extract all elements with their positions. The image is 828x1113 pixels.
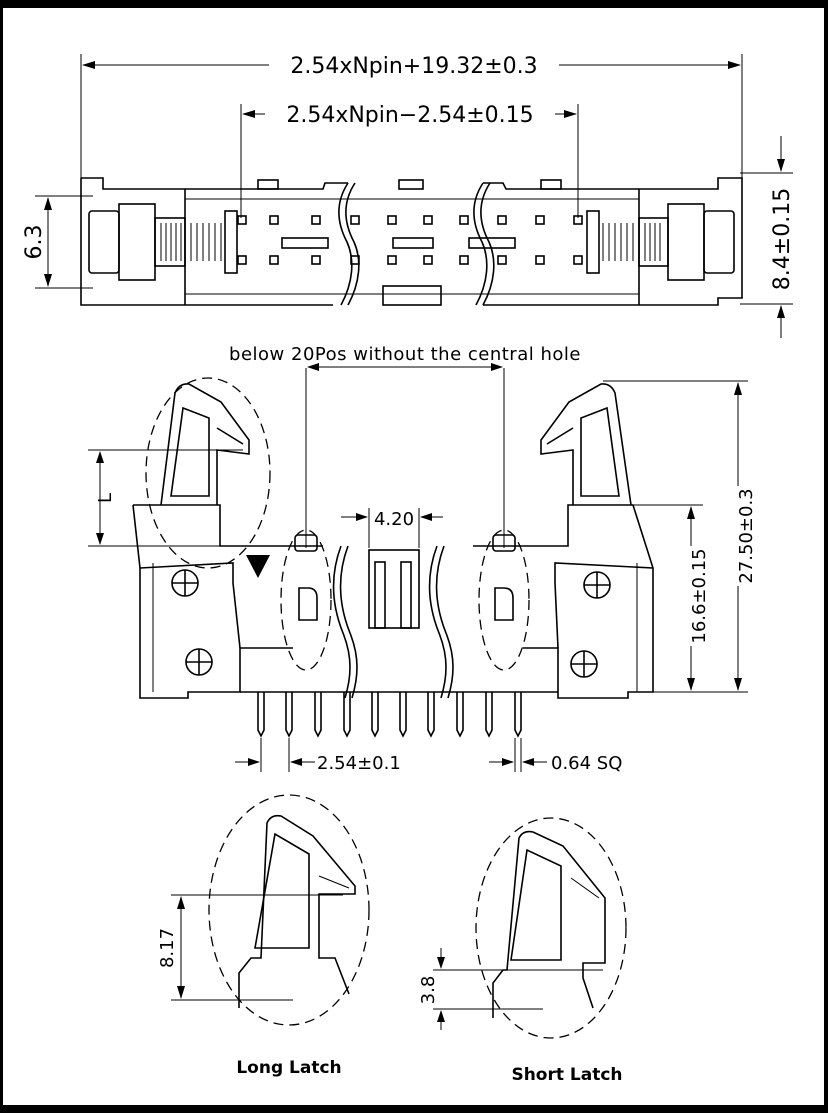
pin (314, 692, 322, 738)
pin (514, 692, 522, 738)
pin-pitch-dimension: 2.54±0.1 (235, 738, 401, 774)
pin (427, 692, 435, 738)
pin (371, 692, 379, 738)
pin-span-label: 2.54xNpin−2.54±0.15 (286, 103, 533, 128)
pin (257, 692, 265, 738)
pin-hole (535, 215, 545, 225)
center-hole-width-label: 4.20 (374, 509, 414, 530)
connector-drawing: 2.54xNpin+19.32±0.3 2.54xNpin−2.54±0.15 … (22, 50, 795, 1085)
pin (399, 692, 407, 738)
pin-hole (423, 255, 433, 265)
pin-hole (237, 215, 247, 225)
top-body-outline (80, 177, 743, 306)
front-view: below 20Pos without the central hole 27.… (88, 344, 757, 774)
overall-width-label: 8.4±0.15 (770, 188, 795, 290)
pin-hole (459, 215, 469, 225)
pin-hole (350, 215, 360, 225)
pin-hole (387, 215, 397, 225)
short-latch-detail: 3.8 Short Latch (418, 817, 627, 1085)
central-hole-note: below 20Pos without the central hole (229, 344, 581, 548)
pin-hole (573, 255, 583, 265)
long-latch-detail: 8.17 Long Latch (157, 794, 370, 1078)
pin-square-dimension: 0.64 SQ (489, 738, 622, 774)
drawing-frame: 2.54xNpin+19.32±0.3 2.54xNpin−2.54±0.15 … (3, 8, 824, 1105)
overall-height-dimension: 27.50±0.3 (603, 380, 757, 693)
overall-length-label: 2.54xNpin+19.32±0.3 (290, 54, 537, 79)
pin-hole (387, 255, 397, 265)
pin-hole (311, 255, 321, 265)
pin-hole (573, 215, 583, 225)
pin-hole (459, 255, 469, 265)
latch-length-label: L (95, 493, 116, 503)
pin-hole (269, 255, 279, 265)
long-latch-caption: Long Latch (236, 1058, 341, 1078)
short-latch-height-label: 3.8 (418, 976, 439, 1005)
overall-length-dimension: 2.54xNpin+19.32±0.3 (80, 50, 743, 183)
pin-holes (237, 215, 583, 265)
front-body: 4.20 (132, 504, 654, 699)
front-right-latch (540, 383, 632, 506)
overall-height-label: 27.50±0.3 (736, 488, 757, 583)
pin (485, 692, 493, 738)
pin (285, 692, 293, 738)
pin-hole (497, 255, 507, 265)
pin-hole (423, 215, 433, 225)
body-width-label: 6.3 (22, 225, 47, 260)
pin-pitch-label: 2.54±0.1 (317, 753, 401, 774)
long-latch-height-label: 8.17 (157, 928, 178, 968)
pin-hole (535, 255, 545, 265)
pin-hole (237, 255, 247, 265)
pin-hole (269, 215, 279, 225)
central-hole-note-text: below 20Pos without the central hole (229, 344, 581, 365)
front-pins (257, 692, 522, 738)
pin-hole (350, 255, 360, 265)
pin-square-label: 0.64 SQ (551, 753, 622, 774)
pin (343, 692, 351, 738)
pin (456, 692, 464, 738)
body-height-label: 16.6±0.15 (689, 548, 710, 643)
pin-hole (497, 215, 507, 225)
pin-hole (311, 215, 321, 225)
body-width-dimension: 6.3 (22, 195, 93, 289)
overall-width-dimension: 8.4±0.15 (740, 136, 795, 338)
short-latch-caption: Short Latch (511, 1065, 622, 1085)
top-view: 2.54xNpin+19.32±0.3 2.54xNpin−2.54±0.15 … (22, 50, 795, 338)
front-left-latch (145, 377, 271, 569)
pin-span-dimension: 2.54xNpin−2.54±0.15 (240, 100, 579, 218)
body-height-dimension: 16.6±0.15 (633, 504, 710, 691)
